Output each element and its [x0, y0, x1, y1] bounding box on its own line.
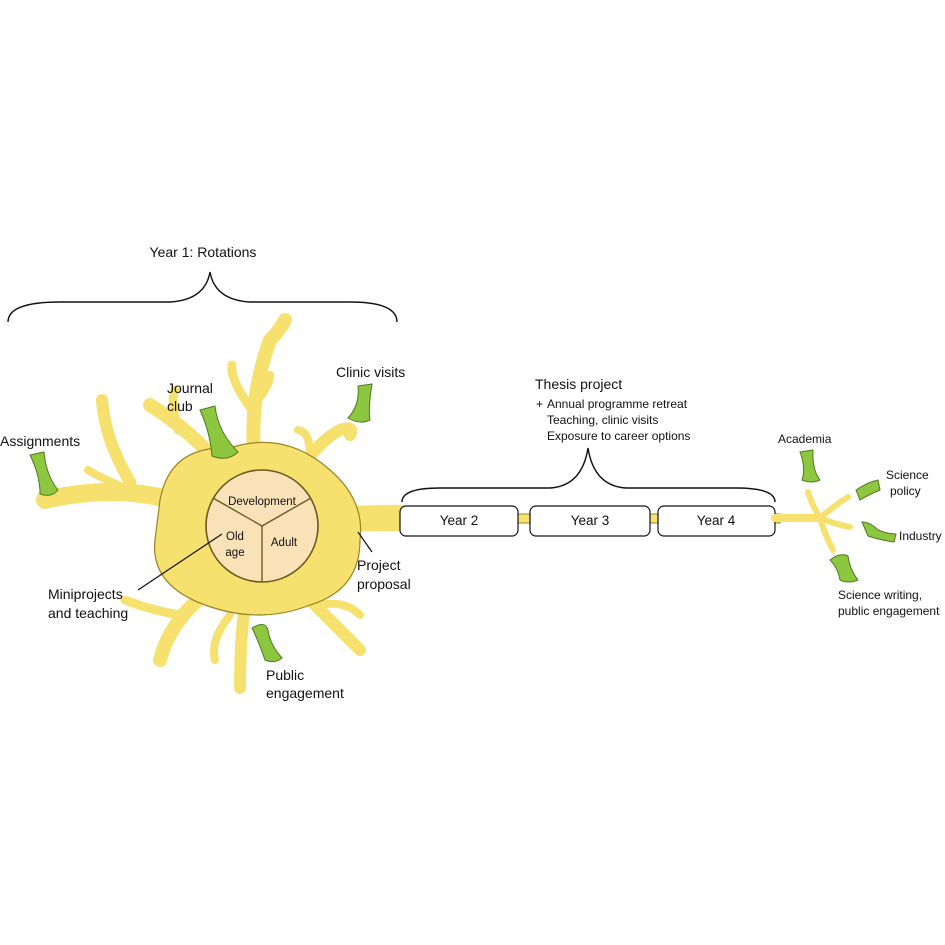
synapse-industry [861, 521, 897, 543]
synapse-public-engagement [251, 624, 283, 663]
year-3-label: Year 3 [571, 513, 610, 528]
assignments-label: Assignments [0, 433, 80, 449]
axon-segment-year3 [529, 505, 651, 537]
nucleus: Development Old age Adult [205, 469, 319, 583]
synapse-markers [29, 383, 897, 663]
thesis-brace [401, 447, 776, 503]
year1-label: Year 1: Rotations [150, 244, 257, 260]
miniprojects-leader [137, 533, 223, 591]
project-proposal-leader [357, 531, 373, 553]
science-writing-label-2: public engagement [838, 604, 940, 618]
thesis-line-2: Teaching, clinic visits [547, 413, 658, 427]
axon-terminal [771, 489, 853, 553]
synapse-science-policy [855, 479, 881, 501]
clinic-visits-label: Clinic visits [336, 364, 405, 380]
synapse-academia [799, 449, 821, 483]
thesis-line-1: Annual programme retreat [547, 397, 688, 411]
science-policy-label-1: Science [886, 468, 929, 482]
thesis-line-3: Exposure to career options [547, 429, 690, 443]
nucleus-old-age-1: Old [226, 531, 244, 543]
nucleus-development: Development [228, 496, 297, 508]
science-writing-label-1: Science writing, [838, 588, 922, 602]
journal-club-label-2: club [167, 398, 193, 414]
miniprojects-label-2: and teaching [48, 605, 128, 621]
public-engagement-label-2: engagement [266, 685, 344, 701]
industry-label: Industry [899, 529, 942, 543]
thesis-title: Thesis project [535, 376, 622, 392]
project-proposal-label-1: Project [357, 557, 401, 573]
synapse-science-writing [829, 554, 859, 583]
year1-brace [7, 271, 398, 323]
axon-segment-year2 [399, 505, 519, 537]
project-proposal-label-2: proposal [357, 576, 411, 592]
synapse-assignments [29, 451, 59, 496]
journal-club-label-1: Journal [167, 380, 213, 396]
public-engagement-label-1: Public [266, 667, 304, 683]
thesis-plus: + [536, 397, 543, 411]
academia-label: Academia [778, 432, 832, 446]
nucleus-adult: Adult [271, 537, 298, 549]
synapse-clinic-visits [347, 383, 373, 423]
year-2-label: Year 2 [440, 513, 479, 528]
miniprojects-label-1: Miniprojects [48, 586, 123, 602]
science-policy-label-2: policy [890, 484, 921, 498]
nucleus-old-age-2: age [225, 547, 244, 559]
year-4-label: Year 4 [697, 513, 736, 528]
axon-segments: Year 2 Year 3 Year 4 [399, 505, 776, 537]
synapse-journal-club [199, 405, 239, 459]
